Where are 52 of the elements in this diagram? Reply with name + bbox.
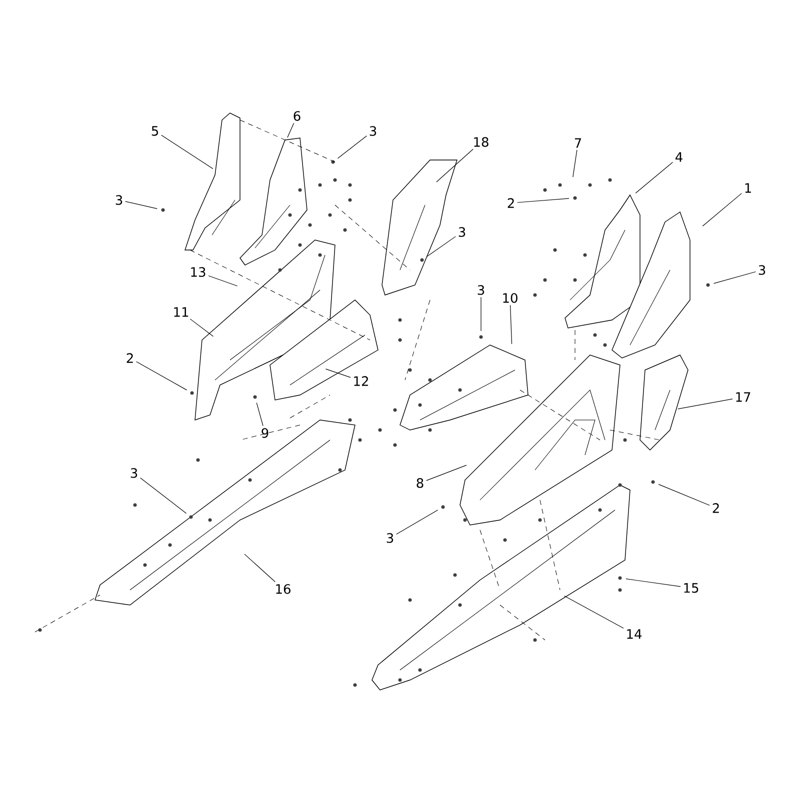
leader-line: [426, 464, 467, 481]
callout-number: 16: [276, 584, 290, 594]
leader-line: [626, 578, 681, 587]
callout-number: 3: [478, 285, 484, 295]
callout-number: 6: [294, 111, 300, 121]
leader-line: [287, 122, 294, 138]
callout-number: 3: [458, 227, 466, 237]
leader-line: [635, 162, 673, 194]
callout-number: 9: [262, 428, 268, 438]
callout-number: 11: [174, 307, 188, 317]
leader-line: [517, 198, 570, 203]
callout-number: 8: [416, 478, 424, 488]
leader-line: [190, 318, 214, 337]
leader-line: [658, 484, 710, 506]
leader-line: [140, 478, 187, 514]
callout-number: 3: [386, 533, 394, 543]
leader-line: [337, 136, 367, 159]
leader-line: [572, 150, 578, 178]
leader-line: [396, 510, 438, 535]
callout-number: 18: [474, 137, 488, 147]
callout-number: 3: [116, 195, 122, 205]
leader-line: [125, 201, 158, 209]
leader-line: [136, 361, 188, 390]
callout-number: 3: [758, 265, 766, 275]
leader-line: [161, 134, 214, 170]
callout-number: 3: [130, 468, 138, 478]
leader-line: [426, 236, 456, 257]
leader-line: [256, 402, 264, 426]
leader-line: [510, 304, 512, 344]
callout-number: 4: [676, 152, 682, 162]
callout-number: 7: [574, 138, 582, 148]
callout-number: 2: [712, 503, 719, 513]
leader-line: [244, 554, 276, 582]
callout-number: 10: [503, 293, 518, 303]
leader-line: [564, 596, 624, 629]
callout-number: 13: [191, 267, 206, 277]
leader-line: [678, 398, 733, 410]
leader-line: [714, 271, 756, 284]
callout-number: 2: [508, 198, 514, 208]
leader-line: [702, 193, 742, 226]
leader-line: [325, 368, 351, 378]
leader-line: [480, 296, 482, 332]
leader-line: [436, 148, 474, 182]
callout-number: 1: [745, 183, 751, 193]
callout-number: 12: [354, 376, 368, 386]
callout-number: 5: [152, 126, 158, 136]
callout-number: 14: [627, 629, 642, 639]
callout-number: 17: [736, 392, 750, 402]
callout-number: 3: [370, 126, 376, 136]
callout-number: 15: [684, 583, 698, 593]
leader-line: [208, 275, 238, 286]
callout-number: 2: [126, 353, 133, 363]
